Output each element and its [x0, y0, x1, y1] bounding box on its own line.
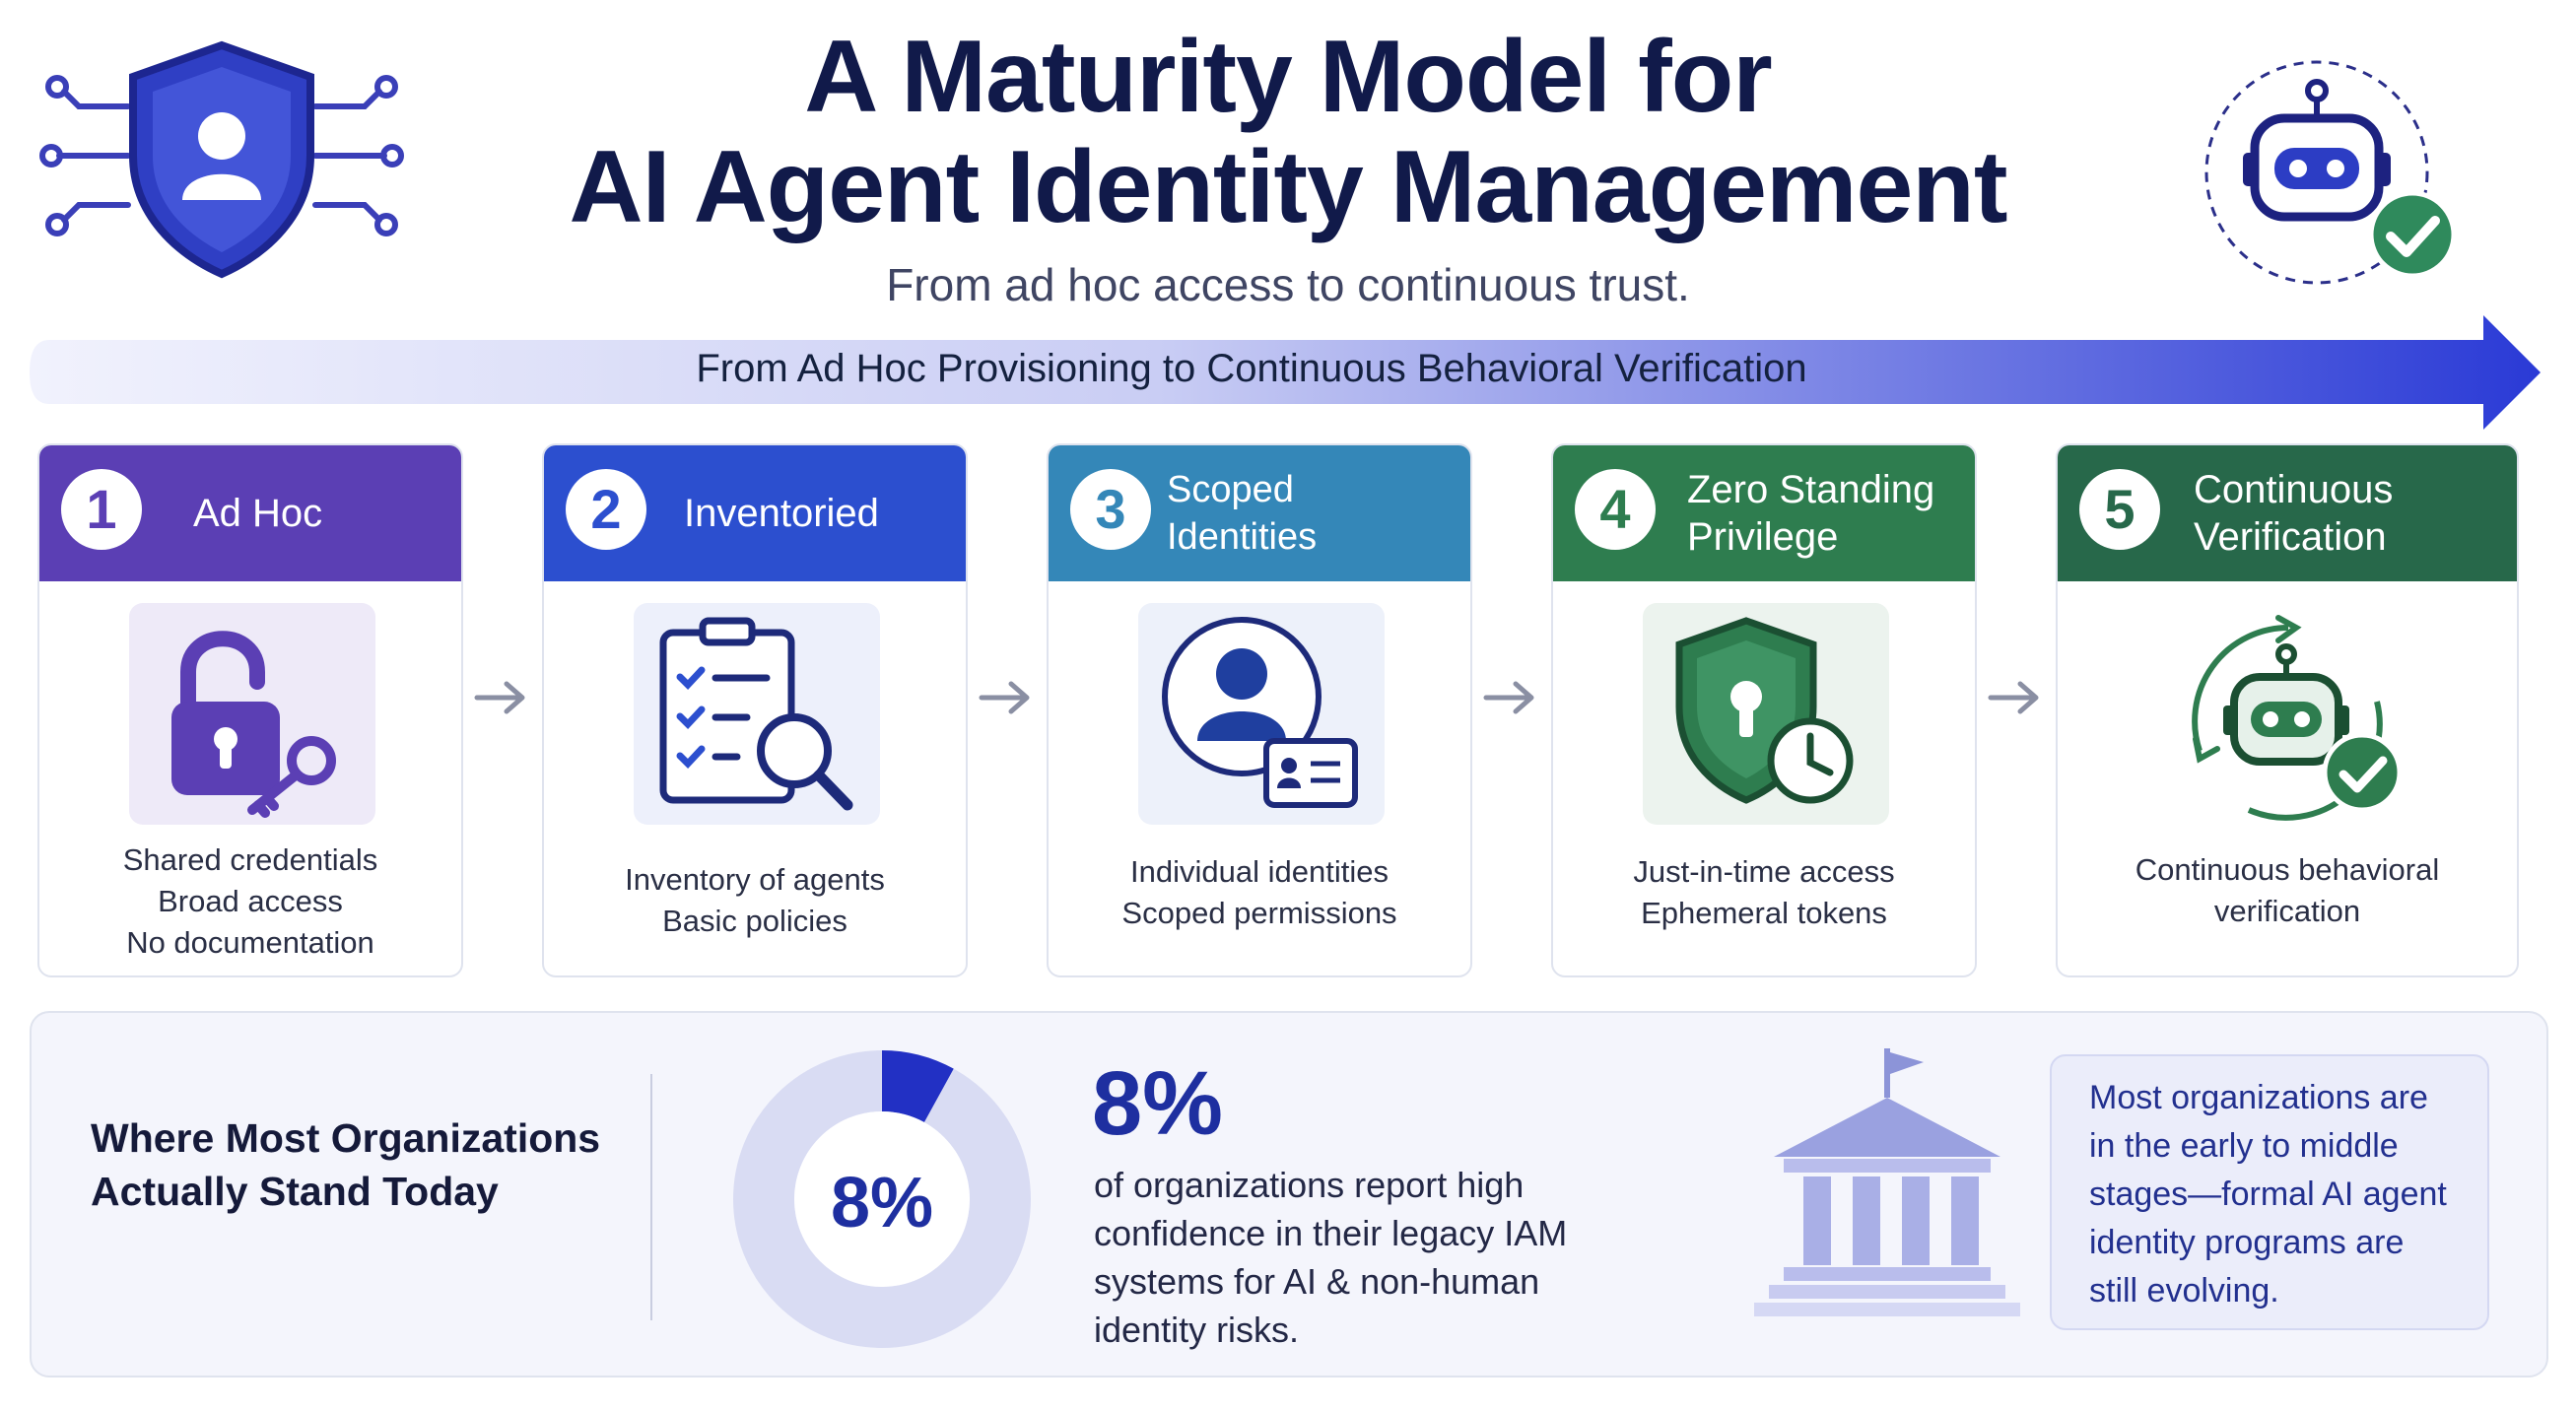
stage-desc-line: Continuous behavioral [2135, 852, 2440, 887]
donut-segment [880, 1050, 954, 1123]
stage-desc-line: Scoped permissions [1121, 896, 1397, 930]
stage-title: Continuous Verification [2194, 445, 2497, 581]
percentage-donut [733, 1050, 1031, 1348]
stat-line: confidence in their legacy IAM [1094, 1213, 1568, 1253]
clipboard-checklist-magnifier-icon [634, 603, 880, 825]
stage-header: 1 Ad Hoc [39, 445, 461, 581]
stage-description: Shared credentials Broad access No docum… [49, 840, 451, 964]
stage-number-badge: 4 [1575, 469, 1656, 550]
stage-desc-line: Ephemeral tokens [1641, 896, 1887, 930]
stage-description: Just-in-time access Ephemeral tokens [1563, 851, 1965, 934]
banner-label: From Ad Hoc Provisioning to Continuous B… [696, 347, 1807, 390]
stage-number-badge: 2 [566, 469, 646, 550]
stage-title: Zero Standing Privilege [1687, 445, 1955, 581]
stage-desc-line: Just-in-time access [1633, 854, 1895, 889]
page-title: A Maturity Model for AI Agent Identity M… [0, 22, 2576, 242]
stat-line: of organizations report high [1094, 1165, 1525, 1205]
arrow-right-icon [474, 681, 525, 714]
page-subtitle: From ad hoc access to continuous trust. [886, 259, 1690, 310]
donut-label: 8% [830, 1164, 934, 1243]
stage-desc-line: Broad access [158, 884, 343, 918]
stage-desc-line: verification [2213, 894, 2361, 928]
robot-verified-icon [2204, 60, 2457, 285]
summary-heading: Where Most Organizations Actually Stand … [91, 1111, 643, 1218]
insight-text: Most organizations are in the early to m… [2089, 1074, 2483, 1315]
unlocked-padlock-key-icon [129, 603, 375, 825]
stage-description: Continuous behavioral verification [2068, 849, 2507, 932]
stage-header: 2 Inventoried [544, 445, 966, 581]
stat-line: systems for AI & non-human [1094, 1261, 1540, 1302]
insight-line: stages—formal AI agent [2089, 1176, 2447, 1213]
arrow-right-icon [979, 681, 1030, 714]
stage-title-line: Verification [2194, 515, 2387, 559]
stage-number-badge: 1 [61, 469, 142, 550]
stage-header: 4 Zero Standing Privilege [1553, 445, 1975, 581]
stage-card-ad-hoc: 1 Ad Hoc Shared credentials Broad access… [37, 443, 463, 977]
stage-card-scoped-identities: 3 Scoped Identities Individual identitie… [1047, 443, 1472, 977]
stage-card-inventoried: 2 Inventoried Inventory of agents Basic … [542, 443, 968, 977]
insight-line: identity programs are [2089, 1224, 2405, 1261]
stage-desc-line: No documentation [126, 925, 374, 960]
insight-line: in the early to middle [2089, 1127, 2399, 1165]
progression-arrow [30, 315, 2541, 430]
institution-building-icon [1754, 1048, 2020, 1316]
shield-network-icon [39, 40, 404, 279]
stage-title-line: Continuous [2194, 468, 2394, 511]
stage-desc-line: Shared credentials [122, 842, 378, 877]
donut-hole [794, 1111, 970, 1287]
insight-line: Most organizations are [2089, 1079, 2428, 1116]
arrow-right-icon [1483, 681, 1534, 714]
summary-heading-line: Where Most Organizations [91, 1115, 601, 1161]
stage-desc-line: Inventory of agents [625, 862, 885, 897]
stage-title-line: Privilege [1687, 515, 1839, 559]
stage-title: Inventoried [684, 492, 879, 535]
title-line-1: A Maturity Model for [804, 20, 1772, 134]
headline-stat: 8% [1092, 1053, 1223, 1154]
stage-title-line: Zero Standing [1687, 468, 1935, 511]
stage-desc-line: Basic policies [662, 904, 847, 938]
panel-divider [650, 1074, 652, 1320]
stage-number-badge: 3 [1070, 469, 1151, 550]
stage-number-badge: 5 [2079, 469, 2160, 550]
insight-line: still evolving. [2089, 1272, 2279, 1310]
stage-card-zero-standing-privilege: 4 Zero Standing Privilege Just-in-time a… [1551, 443, 1977, 977]
arrow-right-icon [1988, 681, 2039, 714]
stat-line: identity risks. [1094, 1310, 1300, 1350]
stage-description: Inventory of agents Basic policies [554, 859, 956, 942]
shield-keyhole-clock-icon [1643, 603, 1889, 825]
summary-heading-line: Actually Stand Today [91, 1169, 499, 1214]
user-id-card-icon [1138, 603, 1385, 825]
stage-header: 5 Continuous Verification [2058, 445, 2517, 581]
stage-header: 3 Scoped Identities [1049, 445, 1470, 581]
insight-callout [2050, 1054, 2489, 1330]
stage-title: Ad Hoc [193, 492, 323, 535]
stage-title: Scoped Identities [1167, 469, 1318, 558]
stage-desc-line: Individual identities [1130, 854, 1389, 889]
stage-card-continuous-verification: 5 Continuous Verification Continuous beh… [2056, 443, 2519, 977]
stat-description: of organizations report high confidence … [1094, 1161, 1646, 1354]
robot-cycle-check-icon [2192, 615, 2403, 821]
stage-description: Individual identities Scoped permissions [1058, 851, 1460, 934]
title-line-2: AI Agent Identity Management [569, 130, 2008, 244]
